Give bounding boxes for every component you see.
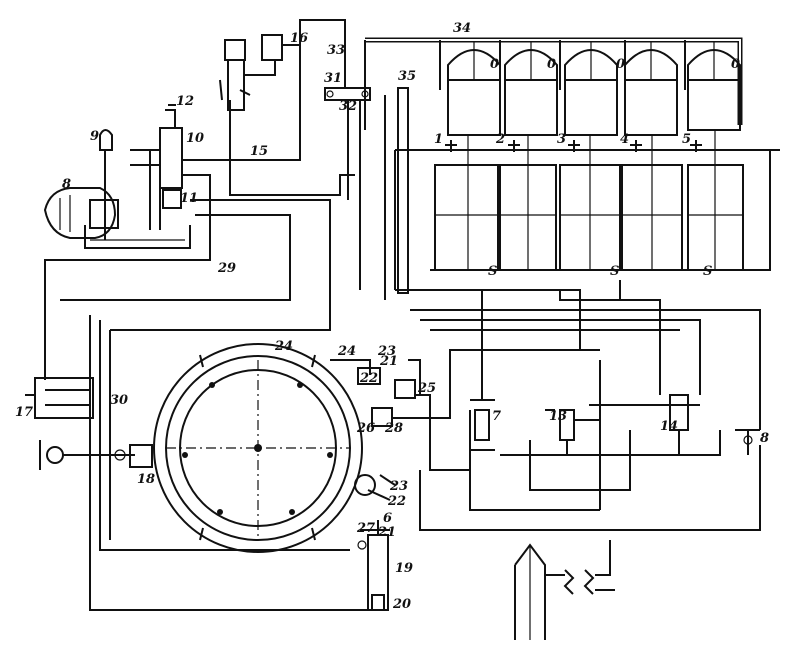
valve-stack-10	[99, 104, 183, 209]
valve-13	[545, 409, 575, 455]
cylinder-bank	[364, 37, 780, 290]
label-13: 13	[549, 409, 567, 424]
label-28: 28	[384, 421, 403, 436]
label-26: 26	[356, 421, 375, 436]
label-27: 27	[356, 521, 375, 536]
label-14: 14	[660, 419, 678, 434]
cylinder-unit-2	[497, 42, 558, 271]
label-17: 17	[15, 405, 33, 420]
label-18: 18	[137, 472, 155, 487]
label-5: 5	[682, 132, 691, 147]
label-15: 15	[250, 144, 268, 159]
label-12: 12	[176, 94, 194, 109]
valve-7	[470, 290, 495, 451]
label-7: 7	[492, 409, 501, 424]
label-s-1: S	[488, 264, 497, 279]
label-33: 33	[327, 43, 345, 58]
label-23-lower: 23	[389, 479, 408, 494]
cylinder-19	[357, 520, 390, 611]
label-20: 20	[392, 597, 411, 612]
cylinder-unit-4	[621, 42, 683, 271]
label-21: 21	[379, 354, 398, 369]
oil-tank	[84, 150, 191, 249]
label-0-2: 0	[547, 57, 556, 72]
label-21-lower: 21	[377, 525, 396, 540]
label-16: 16	[290, 31, 308, 46]
distributor-32	[324, 70, 371, 290]
label-34: 34	[453, 21, 471, 36]
cylinder-unit-5	[687, 42, 744, 271]
label-30: 30	[110, 393, 128, 408]
label-4: 4	[620, 132, 629, 147]
actuator-18	[39, 440, 153, 470]
label-11: 11	[180, 191, 198, 206]
valve-17	[25, 377, 94, 419]
rod-35	[384, 87, 409, 300]
label-8-right: 8	[760, 431, 769, 446]
valve-assembly-16	[219, 34, 300, 111]
pump-motor-unit	[43, 187, 119, 239]
label-24-table: 24	[274, 339, 293, 354]
label-23: 23	[377, 344, 396, 359]
cylinder-unit-1	[434, 42, 501, 271]
label-10: 10	[186, 131, 204, 146]
label-8: 8	[62, 177, 71, 192]
label-6: 6	[383, 511, 392, 526]
turntable-24	[153, 343, 363, 553]
label-22-lower: 22	[387, 494, 406, 509]
label-2: 2	[495, 132, 505, 147]
label-0-1: 0	[490, 57, 499, 72]
labels: 1 2 3 4 5 6 7 8 8 9 10 11 12 13 14 15 16…	[15, 21, 769, 612]
label-25: 25	[417, 381, 436, 396]
label-1: 1	[434, 132, 443, 147]
label-32: 32	[339, 99, 357, 114]
label-0-3: 0	[616, 57, 625, 72]
label-35: 35	[398, 69, 416, 84]
valve-8-right	[735, 429, 760, 455]
label-31: 31	[324, 71, 342, 86]
label-19: 19	[395, 561, 413, 576]
label-24: 24	[337, 344, 356, 359]
valve-cluster-right	[330, 349, 600, 501]
electrode-assembly	[514, 540, 615, 640]
label-0-4: 0	[731, 57, 740, 72]
label-9: 9	[90, 129, 99, 144]
label-3: 3	[557, 132, 566, 147]
label-s-3: S	[703, 264, 712, 279]
cylinder-unit-3	[559, 42, 621, 271]
label-s-2: S	[610, 264, 619, 279]
label-29: 29	[217, 261, 236, 276]
label-22: 22	[359, 371, 378, 386]
